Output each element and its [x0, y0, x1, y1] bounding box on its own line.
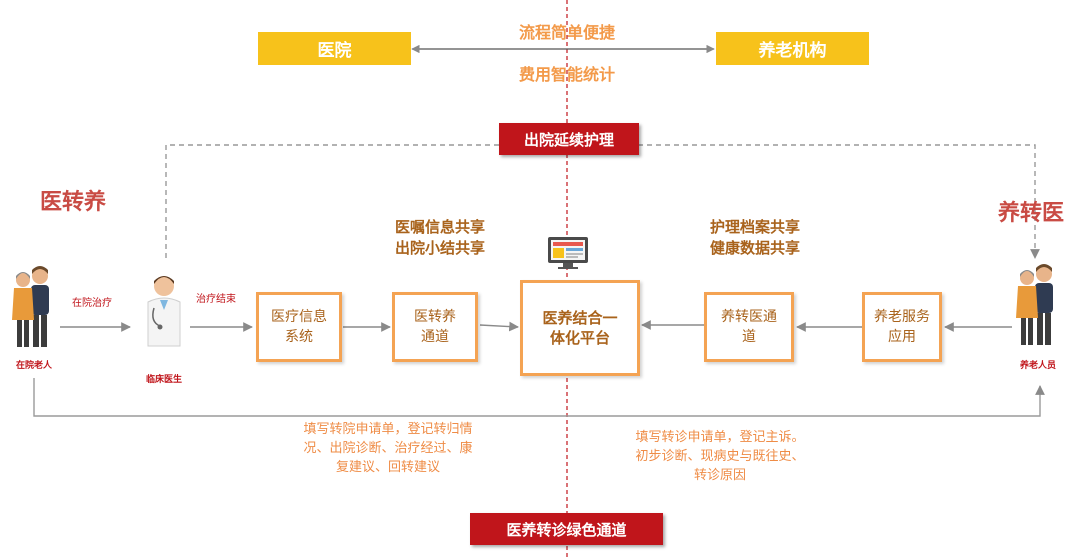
health-share-label: 健康数据共享 [709, 239, 800, 257]
cost-stats-label: 费用智能统计 [518, 65, 615, 84]
elderly-staff-label: 养老人员 [1019, 361, 1056, 371]
green-channel-banner: 医养转诊绿色通道 [470, 513, 663, 545]
care-institution-box: 养老机构 [716, 32, 869, 65]
discharge-care-label: 出院延续护理 [523, 130, 614, 149]
medical-info-system-box: 医疗信息系统 [256, 292, 342, 362]
right-shared-labels: 护理档案共享 健康数据共享 [690, 216, 820, 258]
hospital-box: 医院 [258, 32, 411, 65]
left-note-line-3: 复建议、回转建议 [335, 460, 440, 475]
summary-share-label: 出院小结共享 [394, 239, 485, 257]
med-to-care-channel-label: 医转养通道 [414, 309, 456, 345]
order-share-label: 医嘱信息共享 [394, 218, 485, 236]
green-channel-label: 医养转诊绿色通道 [506, 520, 627, 539]
left-note-line-1: 填写转院申请单，登记转归情 [303, 422, 473, 437]
right-note-line-1: 填写转诊申请单，登记主诉。 [635, 430, 805, 445]
med-to-care-title: 医转养 [40, 190, 107, 215]
treatment-end-label: 治疗结束 [196, 294, 236, 305]
care-service-app-label: 养老服务应用 [874, 309, 930, 345]
care-to-med-title: 养转医 [998, 201, 1065, 226]
left-shared-labels: 医嘱信息共享 出院小结共享 [375, 216, 505, 258]
medical-info-system-label: 医疗信息系统 [271, 309, 327, 345]
care-service-app-box: 养老服务应用 [862, 292, 942, 362]
right-note-line-3: 转诊原因 [693, 468, 746, 483]
care-to-med-channel-box: 养转医通道 [704, 292, 794, 362]
clinical-doctor-label: 临床医生 [145, 375, 182, 385]
doctor-icon [140, 272, 188, 352]
process-simple-label: 流程简单便捷 [518, 23, 615, 42]
care-staff-icon [1012, 262, 1062, 350]
hospital-label: 医院 [317, 41, 352, 61]
right-note: 填写转诊申请单，登记主诉。 初步诊断、现病史与既往史、 转诊原因 [600, 428, 840, 485]
inpatient-elderly-label: 在院老人 [15, 361, 52, 371]
right-note-line-2: 初步诊断、现病史与既往史、 [635, 449, 805, 464]
treatment-label: 在院治疗 [72, 298, 112, 309]
left-note: 填写转院申请单，登记转归情 况、出院诊断、治疗经过、康 复建议、回转建议 [268, 420, 508, 477]
discharge-care-banner: 出院延续护理 [499, 123, 639, 155]
integrated-platform-box: 医养结合一体化平台 [520, 280, 640, 376]
med-to-care-channel-box: 医转养通道 [392, 292, 478, 362]
left-note-line-2: 况、出院诊断、治疗经过、康 [303, 441, 473, 456]
integrated-platform-label: 医养结合一体化平台 [542, 309, 618, 347]
record-share-label: 护理档案共享 [709, 218, 800, 236]
elderly-patients-icon [8, 264, 58, 352]
monitor-icon [547, 236, 589, 270]
care-to-med-channel-label: 养转医通道 [721, 309, 777, 345]
care-institution-label: 养老机构 [758, 41, 827, 61]
